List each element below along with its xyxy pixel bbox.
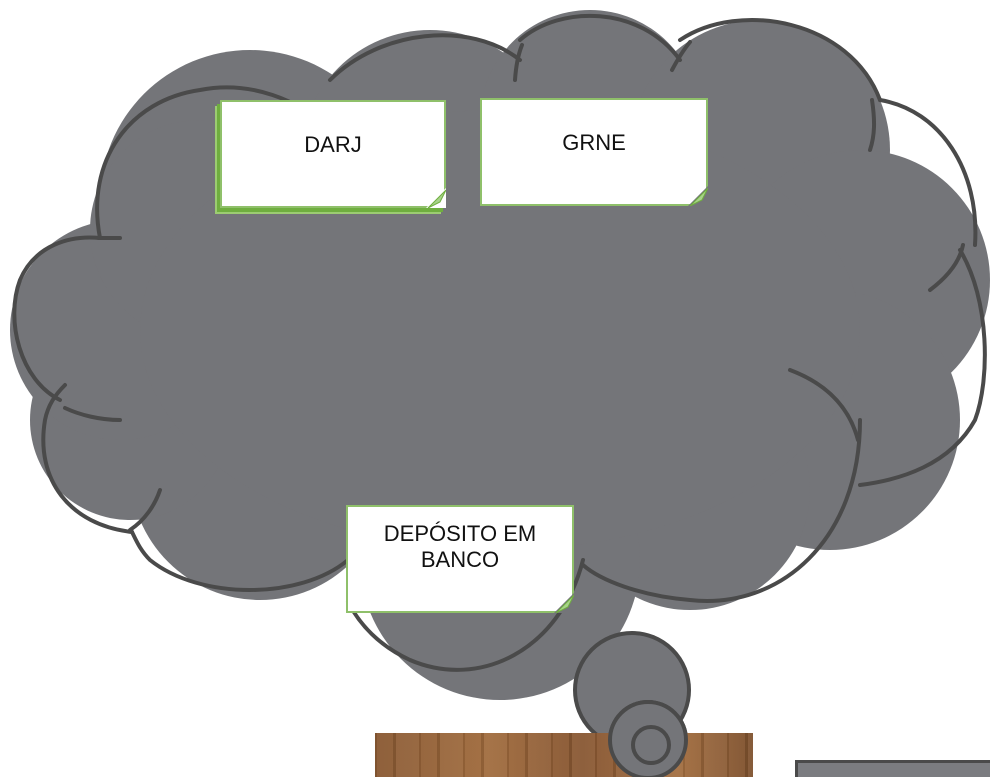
wood-plank [375,733,753,777]
note-darj-label: DARJ [304,132,362,157]
page-fold-icon [688,186,708,206]
note-grne-label: GRNE [562,130,626,155]
note-deposito-label: DEPÓSITO EM BANCO [383,521,537,573]
page-fold-icon [426,188,446,208]
page-fold-icon [554,593,574,613]
note-deposito-em-banco: DEPÓSITO EM BANCO [346,505,574,613]
note-grne: GRNE [480,98,708,206]
note-darj: DARJ [220,100,446,208]
gray-box [795,760,990,777]
